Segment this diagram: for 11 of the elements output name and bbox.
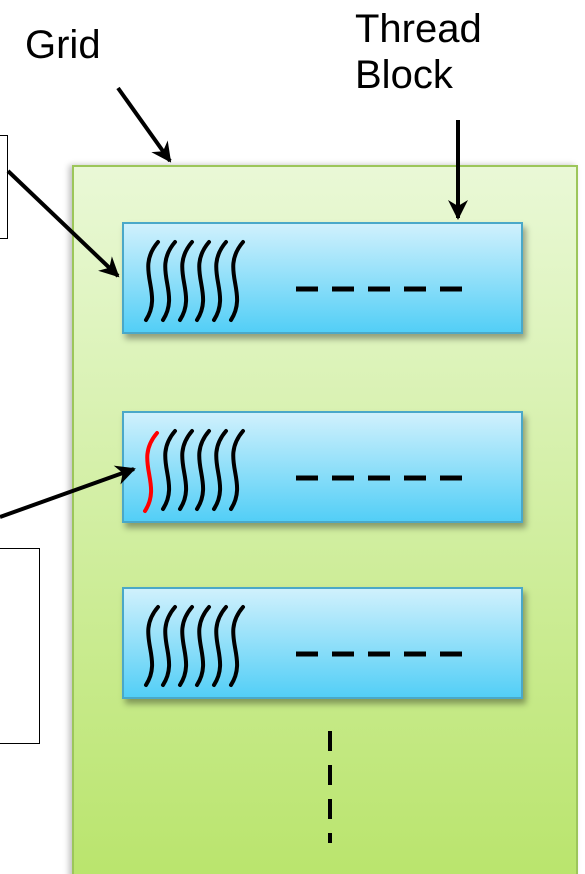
label-text: Thread Block: [355, 6, 515, 98]
arrow: [0, 466, 136, 519]
arrow: [116, 86, 172, 163]
thread-block-box: [122, 587, 523, 699]
grid-panel: [72, 165, 578, 874]
empty-box: [0, 548, 40, 744]
label-text: Grid: [25, 22, 120, 68]
arrow: [448, 120, 468, 220]
thread-block-box: [122, 411, 523, 523]
arrow: [6, 170, 120, 278]
thread-block-box: [122, 222, 523, 334]
